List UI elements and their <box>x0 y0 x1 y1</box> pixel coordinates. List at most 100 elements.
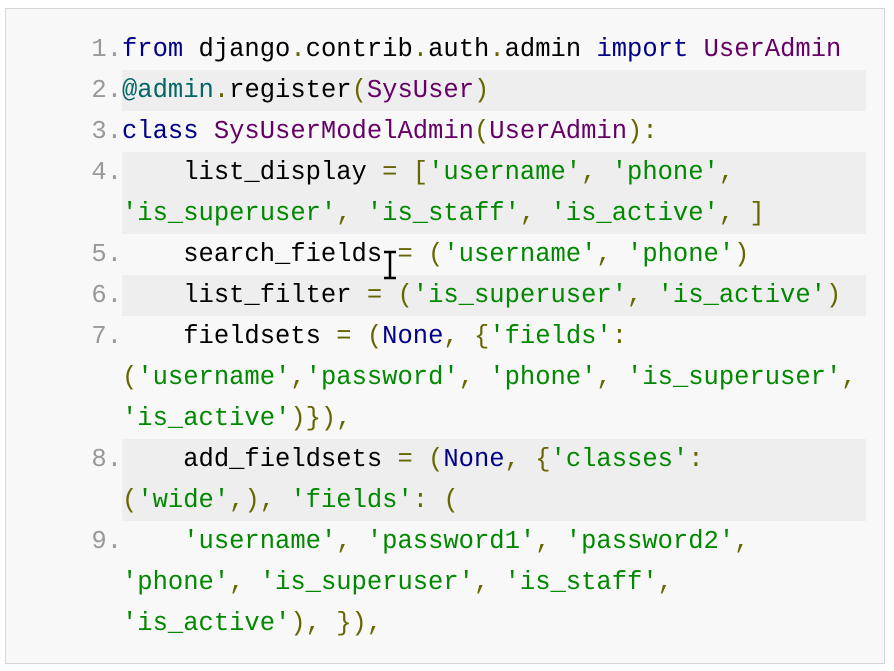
punctuation-token: ): <box>627 117 658 146</box>
code-line: 8. add_fieldsets = (None, {'classes':('w… <box>6 439 884 521</box>
wrapped-row: 'is_superuser', 'is_staff', 'is_active',… <box>122 193 866 234</box>
punctuation-token: , <box>336 199 367 228</box>
punctuation-token: , <box>581 158 612 187</box>
string-token: 'is_staff' <box>504 568 658 597</box>
punctuation-token: , <box>336 527 367 556</box>
wrapped-row: from django.contrib.auth.admin import Us… <box>122 29 866 70</box>
wrapped-row: ('wide',), 'fields': ( <box>122 480 866 521</box>
line-number: 6. <box>91 281 122 310</box>
wrapped-row: fieldsets = (None, {'fields': <box>122 316 866 357</box>
line-number: 5. <box>91 240 122 269</box>
string-token: 'username' <box>183 527 337 556</box>
punctuation-token: , { <box>504 445 551 474</box>
identifier-token: list_filter <box>122 281 367 310</box>
code-line: 7. fieldsets = (None, {'fields':('userna… <box>6 316 884 439</box>
code-block: 1.from django.contrib.auth.admin import … <box>5 8 885 664</box>
wrapped-row: 'is_active')}), <box>122 398 866 439</box>
string-token: 'is_superuser' <box>627 363 842 392</box>
identifier-token: fieldsets <box>122 322 337 351</box>
punctuation-token: ( <box>122 486 138 515</box>
identifier-token: list_display <box>122 158 383 187</box>
line-content: list_filter = ('is_superuser', 'is_activ… <box>122 275 866 316</box>
wrapped-row: search_fields = ('username', 'phone') <box>122 234 866 275</box>
punctuation-token: ) <box>825 281 842 310</box>
line-number: 1. <box>91 35 122 64</box>
string-token: 'classes' <box>550 445 689 474</box>
type-token: UserAdmin <box>688 35 842 64</box>
string-token: 'phone' <box>627 240 735 269</box>
line-number: 7. <box>91 322 122 351</box>
line-content: @admin.register(SysUser) <box>122 70 866 111</box>
punctuation-token: , <box>627 281 658 310</box>
string-token: 'is_superuser' <box>412 281 628 310</box>
wrapped-row: add_fieldsets = (None, {'classes': <box>122 439 866 480</box>
line-number: 2. <box>91 76 122 105</box>
punctuation-token: : <box>611 322 628 351</box>
punctuation-token: ) <box>474 76 490 105</box>
keyword-token: class <box>122 117 199 146</box>
punctuation-token: ( <box>122 363 138 392</box>
line-content: class SysUserModelAdmin(UserAdmin): <box>122 111 866 152</box>
identifier-token: register <box>229 76 352 105</box>
identifier-token: contrib <box>305 35 413 64</box>
line-number: 9. <box>91 527 122 556</box>
wrapped-row: 'username', 'password1', 'password2', <box>122 521 866 562</box>
string-token: 'phone' <box>489 363 597 392</box>
punctuation-token: . <box>213 76 230 105</box>
type-token: UserAdmin <box>489 117 628 146</box>
string-token: 'fields' <box>489 322 612 351</box>
punctuation-token: , <box>229 568 260 597</box>
type-token: SysUserModelAdmin <box>198 117 474 146</box>
wrapped-row: @admin.register(SysUser) <box>122 70 866 111</box>
code-listing: 1.from django.contrib.auth.admin import … <box>6 29 884 644</box>
string-token: 'is_staff' <box>366 199 520 228</box>
punctuation-token: = ( <box>366 281 413 310</box>
code-line: 6. list_filter = ('is_superuser', 'is_ac… <box>6 275 884 316</box>
code-line: 4. list_display = ['username', 'phone','… <box>6 152 884 234</box>
keyword-token: from <box>122 35 184 64</box>
identifier-token <box>122 527 183 556</box>
text-cursor-icon <box>384 250 396 280</box>
string-token: 'username' <box>137 363 291 392</box>
wrapped-row: list_filter = ('is_superuser', 'is_activ… <box>122 275 866 316</box>
punctuation-token: = ( <box>397 445 444 474</box>
punctuation-token: ), }), <box>290 609 383 638</box>
string-token: 'username' <box>443 240 597 269</box>
string-token: 'is_superuser' <box>259 568 474 597</box>
identifier-token: admin <box>504 35 597 64</box>
code-line: 3.class SysUserModelAdmin(UserAdmin): <box>6 111 884 152</box>
punctuation-token: : <box>688 445 704 474</box>
line-content: from django.contrib.auth.admin import Us… <box>122 29 866 70</box>
string-token: 'username' <box>428 158 582 187</box>
keyword-token: None <box>382 322 444 351</box>
string-token: 'password1' <box>366 527 536 556</box>
punctuation-token: )}), <box>290 404 352 433</box>
punctuation-token: , <box>657 568 673 597</box>
string-token: 'phone' <box>611 158 719 187</box>
line-number: 4. <box>91 158 122 187</box>
code-line: 5. search_fields = ('username', 'phone') <box>6 234 884 275</box>
punctuation-token: , <box>596 363 628 392</box>
line-number: 3. <box>91 117 122 146</box>
punctuation-token: = ( <box>336 322 383 351</box>
identifier-token: add_fieldsets <box>122 445 398 474</box>
string-token: 'fields' <box>290 486 413 515</box>
punctuation-token: , { <box>443 322 490 351</box>
punctuation-token: ,), <box>229 486 291 515</box>
punctuation-token: = [ <box>382 158 429 187</box>
line-content: 'username', 'password1', 'password2', 'ph… <box>122 521 866 644</box>
string-token: 'phone' <box>122 568 230 597</box>
wrapped-row: class SysUserModelAdmin(UserAdmin): <box>122 111 866 152</box>
wrapped-row: 'is_active'), }), <box>122 603 866 644</box>
punctuation-token: = ( <box>397 240 444 269</box>
punctuation-token: : ( <box>412 486 459 515</box>
punctuation-token: , <box>734 527 750 556</box>
code-line: 9. 'username', 'password1', 'password2',… <box>6 521 884 644</box>
string-token: 'is_superuser' <box>122 199 337 228</box>
punctuation-token: . <box>290 35 306 64</box>
punctuation-token: . <box>489 35 505 64</box>
punctuation-token: , <box>458 363 490 392</box>
wrapped-row: ('username','password', 'phone', 'is_sup… <box>122 357 866 398</box>
keyword-token: import <box>596 35 689 64</box>
code-line: 1.from django.contrib.auth.admin import … <box>6 29 884 70</box>
